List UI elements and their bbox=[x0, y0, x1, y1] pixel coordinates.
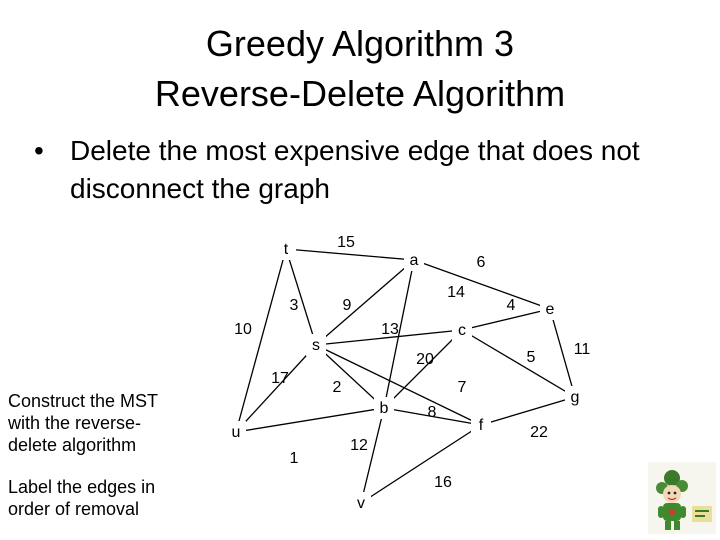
node-label-a: a bbox=[410, 252, 419, 269]
node-background bbox=[565, 386, 585, 408]
slide-title-line2: Reverse-Delete Algorithm bbox=[154, 73, 566, 114]
node-background bbox=[374, 397, 394, 419]
slide-title-line1: Greedy Algorithm 3 bbox=[205, 23, 515, 64]
node-background bbox=[306, 334, 326, 356]
node-v: v bbox=[351, 492, 371, 514]
edge-weight-b-f: 8 bbox=[428, 404, 437, 421]
edge-weight-t-s: 3 bbox=[290, 297, 299, 314]
node-a: a bbox=[404, 249, 424, 271]
edge-weight-u-b: 1 bbox=[290, 450, 299, 467]
mascot-logo-icon bbox=[648, 462, 716, 534]
node-label-v: v bbox=[357, 495, 365, 512]
edge-e-g bbox=[549, 308, 576, 398]
node-f: f bbox=[471, 414, 491, 436]
node-background bbox=[351, 492, 371, 514]
edge-s-f bbox=[315, 344, 482, 426]
edge-t-s bbox=[285, 248, 317, 346]
node-label-c: c bbox=[458, 322, 466, 339]
edge-t-u bbox=[235, 248, 287, 433]
node-s: s bbox=[306, 334, 326, 356]
edge-weight-c-b: 7 bbox=[458, 379, 467, 396]
node-g: g bbox=[565, 386, 585, 408]
node-background bbox=[276, 238, 296, 260]
edge-weight-b-v: 12 bbox=[350, 437, 368, 454]
edge-a-s bbox=[315, 259, 415, 346]
node-background bbox=[226, 421, 246, 443]
edge-a-e bbox=[413, 259, 551, 310]
node-label-e: e bbox=[546, 301, 555, 318]
edge-c-b bbox=[383, 329, 463, 409]
bullet-text: Delete the most expensive edge that does… bbox=[70, 135, 640, 204]
bullet-marker: • bbox=[34, 135, 44, 166]
node-background bbox=[540, 298, 560, 320]
edge-t-a bbox=[285, 248, 415, 261]
node-background bbox=[452, 319, 472, 341]
node-background bbox=[471, 414, 491, 436]
edge-u-b bbox=[235, 407, 385, 433]
node-e: e bbox=[540, 298, 560, 320]
node-b: b bbox=[374, 397, 394, 419]
node-label-f: f bbox=[479, 417, 484, 434]
edge-weight-a-b: 14 bbox=[447, 284, 465, 301]
edge-weight-c-e: 4 bbox=[507, 297, 516, 314]
edge-b-v bbox=[360, 407, 385, 504]
edge-s-u bbox=[235, 344, 317, 433]
edge-weight-s-f: 20 bbox=[416, 351, 434, 368]
edge-f-v bbox=[360, 424, 482, 504]
graph-nodes: t a e s c u b f g v bbox=[226, 238, 585, 514]
node-label-s: s bbox=[312, 337, 320, 354]
node-c: c bbox=[452, 319, 472, 341]
edge-weight-e-g: 11 bbox=[574, 341, 591, 358]
node-label-g: g bbox=[571, 389, 580, 406]
edge-c-g bbox=[461, 329, 576, 398]
edge-s-c bbox=[315, 329, 463, 346]
node-label-u: u bbox=[232, 424, 241, 441]
edge-weight-t-a: 15 bbox=[337, 234, 355, 251]
graph-edge-labels: 15 6 3 9 14 4 10 13 11 20 5 17 2 7 8 1 22 12 16 bbox=[234, 234, 590, 491]
edge-weight-c-g: 5 bbox=[527, 349, 536, 366]
node-t: t bbox=[276, 238, 296, 260]
edge-weight-s-b: 2 bbox=[333, 379, 342, 396]
node-u: u bbox=[226, 421, 246, 443]
instruction-construct-mst: Construct the MST with the reverse-delet… bbox=[8, 391, 158, 455]
edge-weight-a-e: 6 bbox=[477, 254, 486, 271]
node-label-b: b bbox=[380, 400, 389, 417]
edge-c-e bbox=[461, 308, 551, 331]
edge-weight-t-u: 10 bbox=[234, 321, 252, 338]
instruction-label-edges: Label the edges in order of removal bbox=[8, 477, 156, 519]
edge-f-g bbox=[480, 396, 576, 426]
edge-weight-a-s: 9 bbox=[343, 297, 352, 314]
edge-weight-s-u: 17 bbox=[271, 370, 289, 387]
graph-edges bbox=[235, 248, 576, 504]
node-label-t: t bbox=[284, 241, 289, 258]
edge-b-f bbox=[383, 407, 482, 426]
edge-s-b bbox=[315, 344, 385, 409]
edge-weight-s-c: 13 bbox=[381, 321, 399, 338]
edge-weight-f-v: 16 bbox=[434, 474, 452, 491]
edge-weight-f-g: 22 bbox=[530, 424, 548, 441]
edge-a-b bbox=[383, 259, 415, 409]
node-background bbox=[404, 249, 424, 271]
